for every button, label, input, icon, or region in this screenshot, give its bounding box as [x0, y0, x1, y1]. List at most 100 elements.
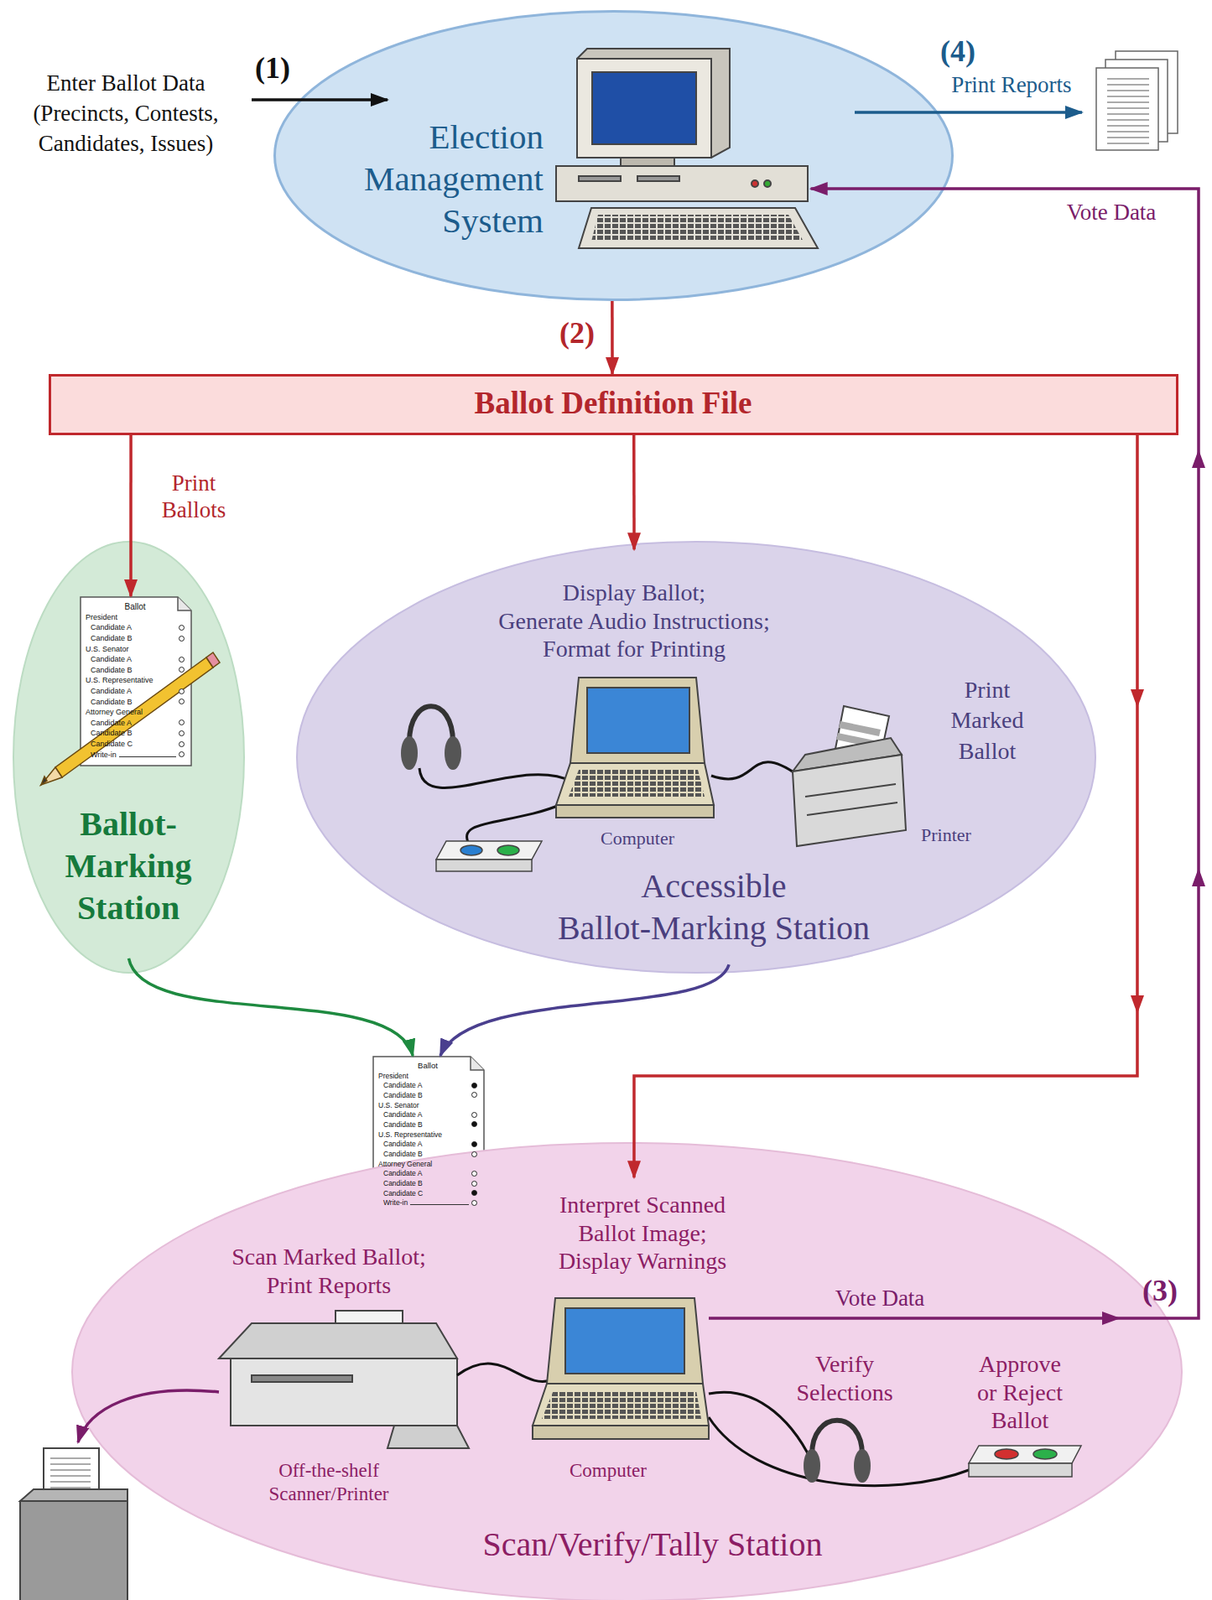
band-shape — [50, 375, 1178, 435]
choice-name: Candidate B — [383, 1149, 423, 1159]
choice-oval — [471, 1180, 478, 1187]
text-line: Approve — [977, 1350, 1063, 1379]
text-line: Ballot Image; — [558, 1219, 727, 1249]
input-arrow — [251, 98, 388, 102]
choice-oval — [471, 1170, 478, 1177]
text-line: Display Ballot; — [498, 578, 770, 608]
laptop-computer — [532, 1298, 709, 1440]
ballot-row: Candidate A — [85, 717, 185, 729]
choice-oval — [471, 1141, 478, 1148]
choice-oval — [178, 688, 185, 695]
ballot-row: Ballot — [378, 1061, 478, 1072]
flow-connector — [440, 964, 729, 1056]
text-slot: (2) — [559, 315, 595, 352]
choice-name: Candidate C — [383, 1189, 423, 1198]
ballot-row: Candidate B — [378, 1119, 478, 1130]
ellipse-shape — [13, 541, 245, 973]
contest-name: Attorney General — [378, 1159, 432, 1169]
write-in-line — [119, 756, 177, 758]
choice-oval — [471, 1112, 478, 1119]
function-note: Approve or Reject Ballot — [977, 1350, 1063, 1436]
text-line: Ballot — [950, 736, 1024, 767]
text-line: Format for Printing — [498, 634, 770, 664]
ballot-row: U.S. Representative — [85, 675, 185, 687]
arrowhead — [1130, 995, 1145, 1015]
system-ellipse: Election Management System — [273, 10, 954, 302]
text-line: Marked — [950, 705, 1024, 736]
choice-name: Candidate B — [383, 1179, 423, 1188]
choice-name: Candidate B — [90, 634, 133, 643]
ballot-row: Candidate A — [85, 654, 185, 666]
contest-name: President — [85, 613, 118, 622]
text-line: Selections — [795, 1378, 893, 1408]
text-line: Station — [64, 887, 192, 930]
write-in-line — [410, 1204, 469, 1206]
callout-number: (4) — [940, 33, 976, 70]
node-outline — [273, 10, 954, 302]
text-slot: Enter Ballot Data (Precincts, Contests, … — [32, 68, 219, 160]
file-band: Ballot Definition File — [48, 374, 1179, 436]
function-note: Display Ballot; Generate Audio Instructi… — [498, 578, 770, 664]
function-note: Verify Selections — [795, 1350, 893, 1407]
text-line: Print Reports — [231, 1271, 427, 1301]
station-name: Scan/Verify/Tally Station — [483, 1524, 823, 1566]
file-name: Ballot Definition File — [474, 384, 753, 422]
laptop-computer — [556, 677, 714, 818]
text-line: Scan Marked Ballot; — [231, 1243, 427, 1272]
station-name: Accessible Ballot-Marking Station — [557, 865, 870, 950]
text-slot: Print Marked Ballot — [950, 675, 1024, 767]
ballot-row: Write-in — [85, 749, 185, 760]
output-arrow — [854, 110, 1082, 115]
text-slot: Interpret Scanned Ballot Image; Display … — [558, 1191, 727, 1276]
ballot-row: Attorney General — [378, 1159, 478, 1170]
ballot-row: Candidate A — [378, 1109, 478, 1120]
choice-oval — [178, 624, 185, 631]
ballot-row: Candidate B — [378, 1149, 478, 1160]
flow-label: Print Ballots — [161, 469, 227, 525]
ballot-row: U.S. Senator — [85, 643, 185, 655]
ballot-row: Ballot — [85, 601, 185, 613]
ballot-box — [20, 1448, 128, 1600]
text-line: Accessible — [557, 865, 870, 908]
text-slot: Ballot-Marking Station — [64, 803, 192, 930]
ballot-row: Candidate B — [378, 1090, 478, 1101]
choice-oval — [471, 1082, 478, 1089]
text-slot: (4) — [940, 33, 976, 70]
ballot-row: Candidate B — [85, 665, 185, 677]
text-line: Ballot-Marking Station — [557, 907, 870, 950]
choice-oval — [178, 656, 185, 663]
choice-name: Candidate C — [90, 739, 133, 749]
device-label: Printer — [920, 824, 972, 847]
ballot-row: Candidate A — [378, 1169, 478, 1180]
ballot-document: BallotPresidentCandidate ACandidate BU.S… — [372, 1055, 485, 1214]
text-slot: Scan Marked Ballot; Print Reports — [231, 1243, 427, 1300]
choice-oval — [178, 741, 185, 748]
callout-number: (3) — [1142, 1273, 1178, 1310]
text-line: (Precincts, Contests, — [32, 98, 219, 130]
text-slot: Scan/Verify/Tally Station — [483, 1524, 823, 1566]
contest-name: U.S. Representative — [378, 1130, 443, 1140]
choice-oval — [178, 730, 185, 737]
ballot-row: U.S. Representative — [378, 1129, 478, 1140]
device-label: Off-the-shelf Scanner/Printer — [268, 1459, 389, 1506]
choice-name: Candidate A — [90, 623, 132, 632]
text-line: Enter Ballot Data — [32, 68, 219, 99]
ballot-row: Candidate A — [85, 686, 185, 698]
system-name: Election Management System — [364, 115, 544, 242]
choice-oval — [178, 698, 185, 705]
text-slot: Computer — [600, 827, 675, 850]
choice-name: Candidate A — [383, 1139, 422, 1149]
ballot-list: BallotPresidentCandidate ACandidate BU.S… — [378, 1061, 478, 1208]
arrowhead — [1130, 689, 1145, 708]
station-ellipse: Ballot-Marking StationBallotPresidentCan… — [12, 540, 245, 974]
ballot-row: President — [85, 612, 185, 624]
flow-connector — [129, 958, 414, 1056]
station-ellipse: Interpret Scanned Ballot Image; Display … — [71, 1142, 1183, 1600]
output-note: Print Reports — [951, 71, 1072, 99]
text-slot: Print Ballots — [161, 469, 227, 525]
ballot-row: Candidate A — [378, 1080, 478, 1091]
ellipse-shape — [296, 541, 1096, 973]
text-slot: Vote Data — [1066, 198, 1157, 226]
report-pages — [1096, 51, 1178, 151]
